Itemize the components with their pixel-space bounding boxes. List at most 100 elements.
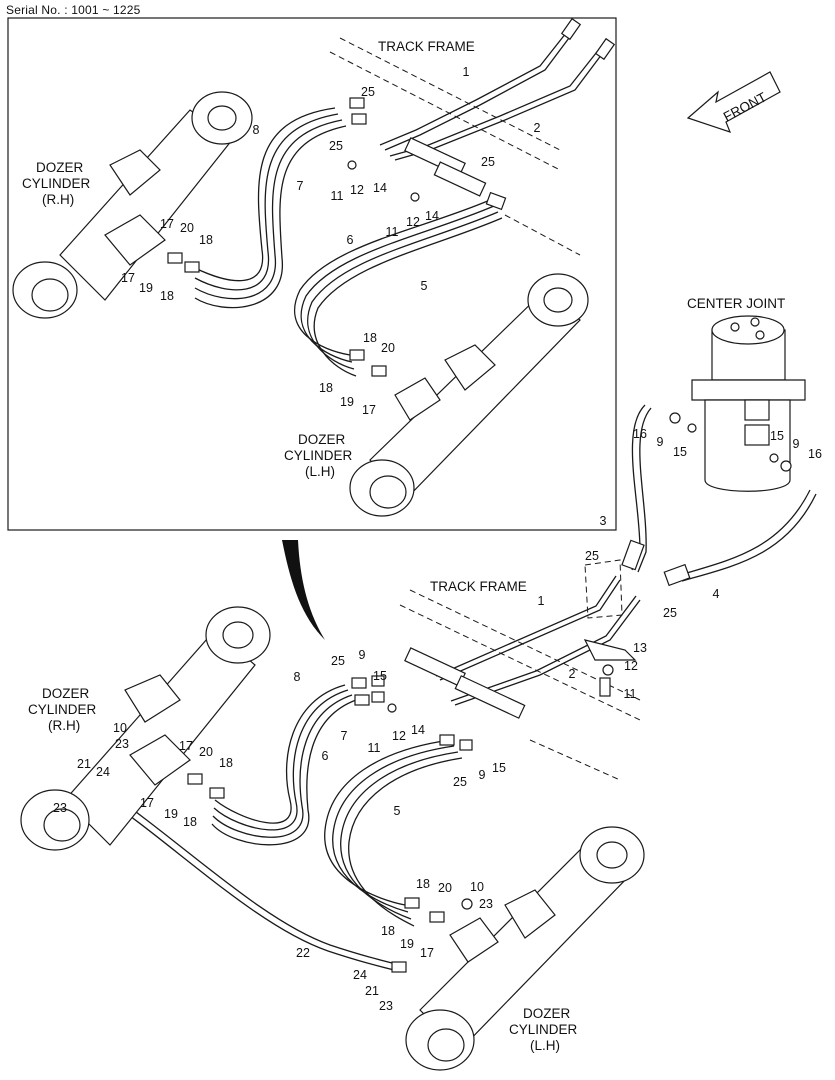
callout-main-6: 8 bbox=[294, 670, 301, 684]
callout-main-19: 10 bbox=[113, 721, 127, 735]
callout-joint-2: 15 bbox=[673, 445, 687, 459]
dozer-rh-inset-l3: (R.H) bbox=[42, 192, 74, 207]
callout-inset-13: 6 bbox=[347, 233, 354, 247]
callout-joint-0: 16 bbox=[633, 427, 647, 441]
callout-main-5: 11 bbox=[624, 687, 637, 701]
callout-main-12: 14 bbox=[411, 723, 425, 737]
callout-inset-17: 18 bbox=[199, 233, 213, 247]
callout-main-8: 15 bbox=[373, 669, 387, 683]
view-arrow bbox=[282, 540, 325, 640]
callout-main-11: 12 bbox=[392, 729, 406, 743]
callout-joint-6: 3 bbox=[600, 514, 607, 528]
callout-inset-10: 12 bbox=[406, 215, 420, 229]
dozer-lh-inset-l1: DOZER bbox=[298, 432, 346, 447]
dozer-cylinder-rh-main bbox=[20, 606, 271, 851]
callout-main-1: 2 bbox=[569, 667, 576, 681]
callout-inset-6: 25 bbox=[481, 155, 495, 169]
callout-joint-1: 9 bbox=[657, 435, 664, 449]
callout-main-16: 9 bbox=[479, 768, 486, 782]
callout-inset-7: 12 bbox=[350, 183, 364, 197]
callout-inset-14: 5 bbox=[421, 279, 428, 293]
callout-main-32: 10 bbox=[470, 880, 484, 894]
callout-inset-3: 8 bbox=[253, 123, 260, 137]
callout-joint-5: 16 bbox=[808, 447, 822, 461]
callout-inset-4: 7 bbox=[297, 179, 304, 193]
callout-main-3: 13 bbox=[633, 641, 647, 655]
callout-joint-8: 4 bbox=[713, 587, 720, 601]
front-direction-arrow: FRONT bbox=[686, 71, 781, 133]
callout-main-23: 18 bbox=[219, 756, 233, 770]
callout-main-29: 18 bbox=[183, 815, 197, 829]
callout-main-35: 19 bbox=[400, 937, 414, 951]
serial-number: Serial No. : 1001 ~ 1225 bbox=[6, 3, 141, 17]
callout-main-18: 5 bbox=[394, 804, 401, 818]
callout-main-27: 17 bbox=[140, 796, 154, 810]
inset-frame bbox=[7, 17, 617, 531]
callout-inset-22: 20 bbox=[381, 341, 395, 355]
dozer-rh-main-l1: DOZER bbox=[42, 686, 90, 701]
callout-main-39: 21 bbox=[365, 984, 379, 998]
dozer-lh-main-l2: CYLINDER bbox=[509, 1022, 578, 1037]
callout-main-9: 25 bbox=[331, 654, 345, 668]
dozer-cylinder-rh-inset bbox=[12, 91, 253, 319]
callout-main-15: 25 bbox=[453, 775, 467, 789]
callout-main-33: 23 bbox=[479, 897, 493, 911]
dozer-lh-inset-l2: CYLINDER bbox=[284, 448, 353, 463]
callout-inset-5: 25 bbox=[329, 139, 343, 153]
callout-main-28: 19 bbox=[164, 807, 178, 821]
track-frame-label-main: TRACK FRAME bbox=[430, 579, 527, 594]
callout-inset-18: 17 bbox=[121, 271, 135, 285]
callout-main-10: 7 bbox=[341, 729, 348, 743]
dozer-rh-main-l3: (R.H) bbox=[48, 718, 80, 733]
callout-inset-1: 2 bbox=[534, 121, 541, 135]
callout-inset-20: 18 bbox=[160, 289, 174, 303]
callout-main-26: 23 bbox=[53, 801, 67, 815]
callout-main-36: 17 bbox=[420, 946, 434, 960]
dozer-lh-main-l3: (L.H) bbox=[530, 1038, 560, 1053]
callout-inset-2: 25 bbox=[361, 85, 375, 99]
callout-main-7: 9 bbox=[359, 648, 366, 662]
dozer-cylinder-lh-main bbox=[405, 826, 645, 1071]
callout-main-13: 11 bbox=[368, 741, 381, 755]
callout-main-2: 25 bbox=[663, 606, 677, 620]
callout-main-4: 12 bbox=[624, 659, 638, 673]
callout-main-37: 22 bbox=[296, 946, 310, 960]
center-joint-label: CENTER JOINT bbox=[687, 296, 785, 311]
callout-inset-11: 14 bbox=[425, 209, 439, 223]
callout-main-17: 15 bbox=[492, 761, 506, 775]
callout-inset-23: 18 bbox=[319, 381, 333, 395]
callout-inset-16: 20 bbox=[180, 221, 194, 235]
dozer-lh-main-l1: DOZER bbox=[523, 1006, 571, 1021]
callout-inset-0: 1 bbox=[463, 65, 470, 79]
dozer-rh-inset-l2: CYLINDER bbox=[22, 176, 91, 191]
callout-main-38: 24 bbox=[353, 968, 367, 982]
callout-main-40: 23 bbox=[379, 999, 393, 1013]
callout-main-20: 23 bbox=[115, 737, 129, 751]
dozer-rh-main-l2: CYLINDER bbox=[28, 702, 97, 717]
callout-main-34: 18 bbox=[381, 924, 395, 938]
callout-inset-9: 11 bbox=[331, 189, 344, 203]
callout-joint-4: 9 bbox=[793, 437, 800, 451]
callout-main-22: 20 bbox=[199, 745, 213, 759]
callout-main-31: 20 bbox=[438, 881, 452, 895]
dozer-rh-inset-l1: DOZER bbox=[36, 160, 84, 175]
callout-joint-7: 25 bbox=[585, 549, 599, 563]
dozer-lh-inset-l3: (L.H) bbox=[305, 464, 335, 479]
track-frame-label-inset: TRACK FRAME bbox=[378, 39, 475, 54]
callout-main-21: 17 bbox=[179, 739, 193, 753]
callout-joint-3: 15 bbox=[770, 429, 784, 443]
callout-main-25: 24 bbox=[96, 765, 110, 779]
callout-main-0: 1 bbox=[538, 594, 545, 608]
callout-main-30: 18 bbox=[416, 877, 430, 891]
callout-inset-19: 19 bbox=[139, 281, 153, 295]
center-joint bbox=[691, 315, 806, 492]
callout-main-24: 21 bbox=[77, 757, 91, 771]
callout-main-14: 6 bbox=[322, 749, 329, 763]
callout-inset-25: 17 bbox=[362, 403, 376, 417]
callout-inset-21: 18 bbox=[363, 331, 377, 345]
callout-inset-12: 11 bbox=[386, 225, 399, 239]
callout-inset-15: 17 bbox=[160, 217, 174, 231]
